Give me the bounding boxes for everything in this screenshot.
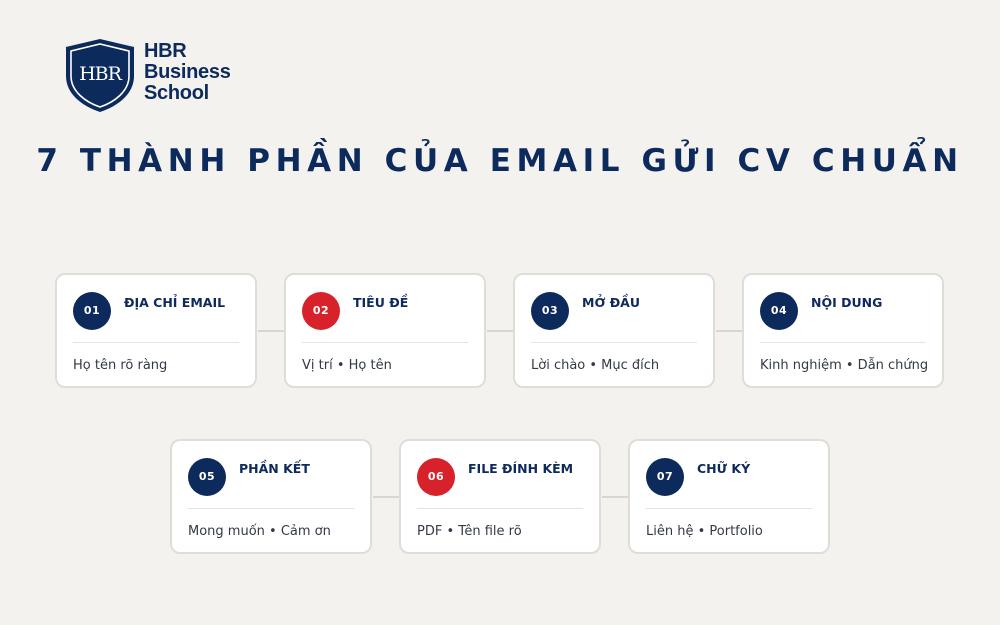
hbr-logo: HBR HBR Business School xyxy=(62,36,242,116)
connector-line xyxy=(487,330,515,332)
step-card-07: 07 CHỮ KÝ Liên hệ • Portfolio xyxy=(628,439,830,554)
step-number-badge: 07 xyxy=(646,458,684,496)
step-number-badge: 06 xyxy=(417,458,455,496)
connector-line xyxy=(258,330,286,332)
connector-line xyxy=(716,330,744,332)
step-title: PHẦN KẾT xyxy=(239,461,310,476)
card-divider xyxy=(73,342,239,343)
card-divider xyxy=(646,508,812,509)
svg-text:HBR: HBR xyxy=(79,63,123,85)
step-title: NỘI DUNG xyxy=(811,295,883,310)
step-description: Lời chào • Mục đích xyxy=(531,358,660,373)
connector-line xyxy=(602,496,630,498)
card-divider xyxy=(417,508,583,509)
card-divider xyxy=(531,342,697,343)
logo-line-3: School xyxy=(144,82,209,104)
shield-crest-icon: HBR xyxy=(66,39,134,112)
step-number-badge: 03 xyxy=(531,292,569,330)
step-title: MỞ ĐẦU xyxy=(582,295,641,310)
step-card-05: 05 PHẦN KẾT Mong muốn • Cảm ơn xyxy=(170,439,372,554)
step-description: Vị trí • Họ tên xyxy=(302,358,392,373)
card-divider xyxy=(760,342,926,343)
step-description: Mong muốn • Cảm ơn xyxy=(188,524,331,539)
step-title: FILE ĐÍNH KÈM xyxy=(468,461,574,476)
step-title: CHỮ KÝ xyxy=(697,461,751,476)
step-description: PDF • Tên file rõ xyxy=(417,524,522,539)
step-number-badge: 01 xyxy=(73,292,111,330)
step-description: Liên hệ • Portfolio xyxy=(646,524,763,539)
card-divider xyxy=(302,342,468,343)
step-description: Họ tên rõ ràng xyxy=(73,358,168,373)
connector-line xyxy=(373,496,401,498)
page-title: 7 THÀNH PHẦN CỦA EMAIL GỬI CV CHUẨN xyxy=(36,143,964,179)
step-number-badge: 05 xyxy=(188,458,226,496)
card-divider xyxy=(188,508,354,509)
step-title: ĐỊA CHỈ EMAIL xyxy=(124,295,226,310)
step-number-badge: 04 xyxy=(760,292,798,330)
step-number-badge: 02 xyxy=(302,292,340,330)
step-card-04: 04 NỘI DUNG Kinh nghiệm • Dẫn chứng xyxy=(742,273,944,388)
step-card-01: 01 ĐỊA CHỈ EMAIL Họ tên rõ ràng xyxy=(55,273,257,388)
logo-line-1: HBR xyxy=(144,40,187,62)
step-description: Kinh nghiệm • Dẫn chứng xyxy=(760,358,929,373)
step-title: TIÊU ĐỀ xyxy=(353,295,409,310)
step-card-06: 06 FILE ĐÍNH KÈM PDF • Tên file rõ xyxy=(399,439,601,554)
logo-wordmark: HBR Business School xyxy=(144,41,231,104)
step-card-03: 03 MỞ ĐẦU Lời chào • Mục đích xyxy=(513,273,715,388)
step-card-02: 02 TIÊU ĐỀ Vị trí • Họ tên xyxy=(284,273,486,388)
logo-line-2: Business xyxy=(144,61,231,83)
